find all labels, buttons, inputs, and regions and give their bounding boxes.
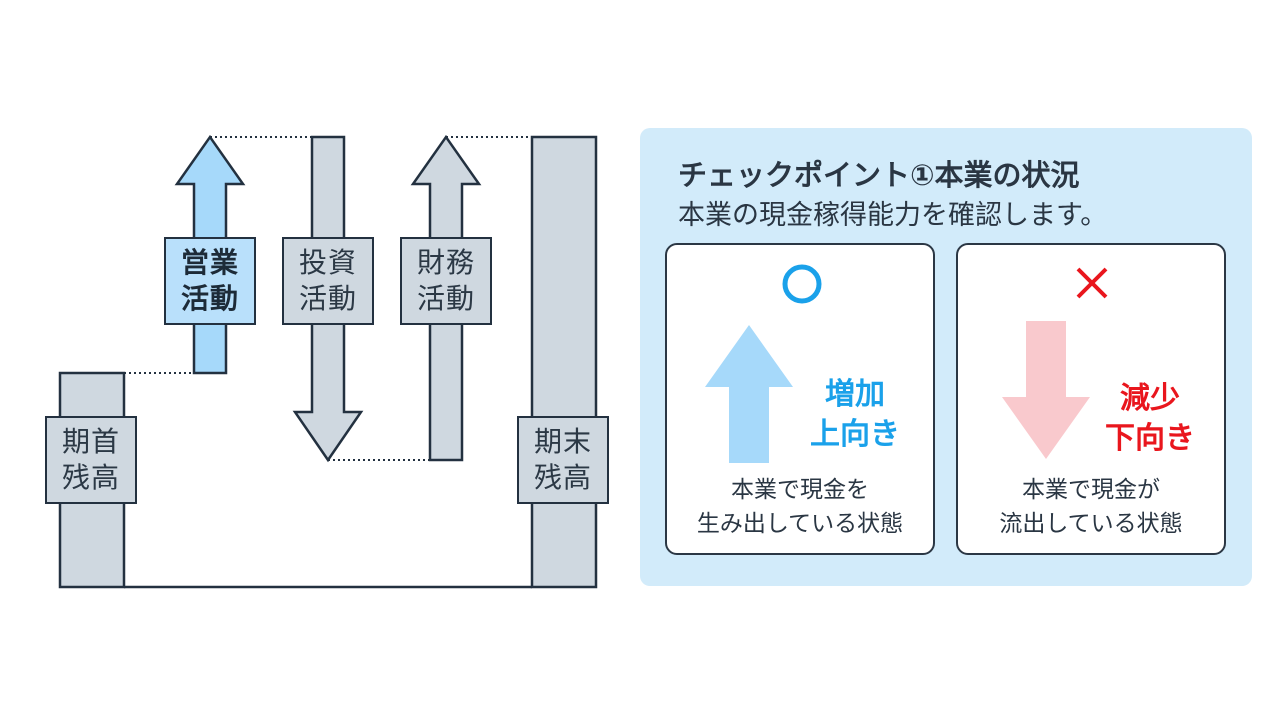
investing-activities-label: 投資 活動 xyxy=(282,237,374,325)
good-case-card: 増加 上向き 本業で現金を 生み出している状態 xyxy=(665,243,935,555)
bad-tag-line1: 減少 xyxy=(1120,381,1180,416)
closing-label-line2: 残高 xyxy=(533,461,592,494)
operating-label-line2: 活動 xyxy=(180,282,239,315)
decrease-down-arrow-icon xyxy=(1002,321,1090,459)
cross-mark-icon xyxy=(1076,267,1108,299)
checkpoint-title: チェックポイント①本業の状況 xyxy=(678,158,1080,192)
good-tag: 増加 上向き xyxy=(795,375,915,455)
financing-label-line1: 財務 xyxy=(416,246,475,279)
operating-label-line1: 営業 xyxy=(180,246,239,279)
bad-desc-line2: 流出している状態 xyxy=(999,511,1183,537)
bad-case-card: 減少 下向き 本業で現金が 流出している状態 xyxy=(956,243,1226,555)
financing-label-line2: 活動 xyxy=(416,282,475,315)
bad-desc-line1: 本業で現金が xyxy=(1022,477,1160,503)
closing-balance-bar xyxy=(530,135,598,589)
closing-balance-label: 期末 残高 xyxy=(517,416,609,504)
increase-up-arrow-icon xyxy=(705,325,793,463)
investing-label-line1: 投資 xyxy=(298,246,357,279)
financing-activities-label: 財務 活動 xyxy=(400,237,492,325)
good-desc-line1: 本業で現金を xyxy=(731,477,869,503)
good-tag-line1: 増加 xyxy=(825,377,885,412)
closing-label-line1: 期末 xyxy=(533,425,592,458)
good-description: 本業で現金を 生み出している状態 xyxy=(667,473,933,541)
opening-label-line2: 残高 xyxy=(61,461,120,494)
checkpoint-subtitle: 本業の現金稼得能力を確認します。 xyxy=(678,200,1108,231)
good-tag-line2: 上向き xyxy=(810,417,900,452)
investing-label-line2: 活動 xyxy=(298,282,357,315)
circle-mark-icon xyxy=(782,264,822,304)
opening-label-line1: 期首 xyxy=(61,425,120,458)
cash-flow-diagram xyxy=(58,134,598,589)
bad-tag-line2: 下向き xyxy=(1105,421,1195,456)
opening-balance-label: 期首 残高 xyxy=(45,416,137,504)
operating-activities-label: 営業 活動 xyxy=(164,237,256,325)
bad-tag: 減少 下向き xyxy=(1090,379,1210,459)
good-desc-line2: 生み出している状態 xyxy=(696,511,904,537)
bad-description: 本業で現金が 流出している状態 xyxy=(958,473,1224,541)
